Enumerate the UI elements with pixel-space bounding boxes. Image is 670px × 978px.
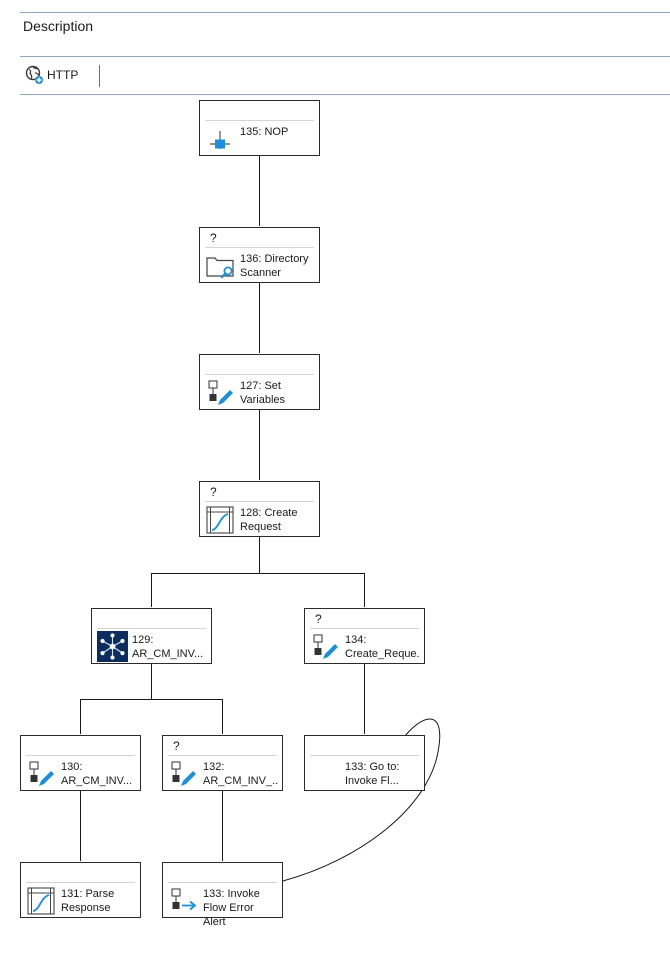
node-label: 133: Invoke Flow Error Alert	[203, 888, 260, 928]
node-label: 133: Go to: Invoke Fl...	[345, 761, 400, 787]
transform-icon	[206, 506, 234, 534]
toolbar-separator	[99, 65, 100, 87]
node-badge: ?	[173, 739, 180, 753]
http-label: HTTP	[47, 68, 79, 82]
node-separator	[26, 882, 135, 883]
node-label: 130: AR_CM_INV...	[61, 761, 133, 787]
nop-icon	[210, 131, 230, 149]
invoke-flow-icon	[171, 888, 197, 911]
node-134-create-request[interactable]: ? 134: Create_Reque...	[304, 608, 425, 664]
node-133-goto-invoke[interactable]: 133: Go to: Invoke Fl...	[304, 735, 425, 791]
node-separator	[205, 374, 314, 375]
node-label: 128: Create Request	[240, 507, 298, 533]
set-variables-icon	[208, 380, 233, 405]
node-separator	[168, 755, 277, 756]
node-separator	[310, 755, 419, 756]
node-136-directory-scanner[interactable]: ? 136: Directory Scanner	[199, 227, 320, 283]
node-132-ar-cm-inv[interactable]: ? 132: AR_CM_INV_...	[162, 735, 283, 791]
node-label: 129: AR_CM_INV...	[132, 634, 204, 660]
node-separator	[97, 628, 206, 629]
node-separator	[310, 628, 419, 629]
node-128-create-request[interactable]: ? 128: Create Request	[199, 481, 320, 537]
hub-icon	[97, 631, 128, 662]
node-separator	[26, 755, 135, 756]
set-variables-icon	[313, 634, 338, 659]
top-rule	[20, 12, 670, 13]
set-variables-icon	[171, 761, 196, 786]
node-130-ar-cm-inv[interactable]: 130: AR_CM_INV...	[20, 735, 141, 791]
node-129-ar-cm-inv[interactable]: 129: AR_CM_INV...	[91, 608, 212, 664]
http-button[interactable]: HTTP	[25, 64, 78, 86]
node-badge: ?	[315, 612, 322, 626]
node-label: 135: NOP	[240, 126, 289, 138]
toolbar-rule	[20, 94, 670, 95]
transform-icon	[27, 887, 55, 915]
node-badge: ?	[210, 485, 217, 499]
node-label: 136: Directory Scanner	[240, 253, 309, 279]
node-separator	[168, 882, 277, 883]
node-label: 131: Parse Response	[61, 888, 115, 914]
description-rule	[20, 56, 670, 57]
node-135-nop[interactable]: 135: NOP	[199, 100, 320, 156]
globe-add-icon	[25, 65, 43, 84]
node-label: 134: Create_Reque...	[345, 634, 420, 660]
description-label: Description	[23, 18, 94, 34]
node-label: 132: AR_CM_INV_...	[203, 761, 278, 787]
node-131-parse-response[interactable]: 131: Parse Response	[20, 862, 141, 918]
goto-link-edge	[282, 718, 441, 882]
node-separator	[205, 501, 314, 502]
folder-search-icon	[206, 257, 234, 279]
node-badge: ?	[210, 231, 217, 245]
node-133-invoke-flow-error-alert[interactable]: 133: Invoke Flow Error Alert	[162, 862, 283, 928]
node-separator	[205, 120, 314, 121]
set-variables-icon	[29, 761, 54, 786]
node-127-set-variables[interactable]: 127: Set Variables	[199, 354, 320, 410]
node-separator	[205, 247, 314, 248]
node-label: 127: Set Variables	[240, 380, 286, 406]
